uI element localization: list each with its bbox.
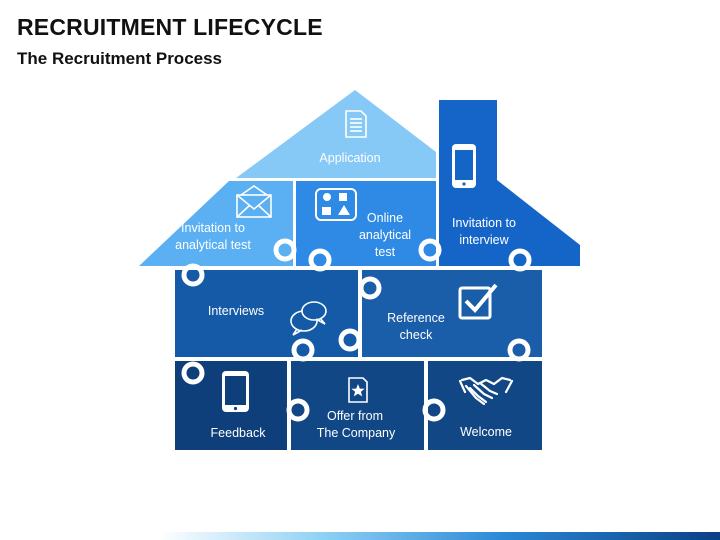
page-subtitle: The Recruitment Process [17,49,223,68]
offer-line1: Offer from [327,409,383,423]
piece-welcome: Welcome [428,361,542,450]
puzzle-connector [358,276,382,300]
puzzle-connector [181,263,205,287]
piece-offer-from-the-company: Offer from The Company [291,361,424,450]
smartphone-icon [222,371,249,412]
piece-invitation-analytical-test: Invitation to analytical test [139,181,293,266]
welcome-label: Welcome [460,425,512,439]
speech-bubbles-icon [290,301,327,336]
offer-letter-icon [348,377,368,403]
puzzle-connector [286,398,310,422]
application-label: Application [319,151,380,165]
piece-invitation-interview: Invitation to interview [439,100,580,266]
puzzle-connectors [181,238,532,422]
puzzle-connector [181,361,205,385]
invitation-interview-line1: Invitation to [452,216,516,230]
footer-gradient-bar [0,532,720,540]
piece-feedback: Feedback [175,361,287,450]
page-title: RECRUITMENT LIFECYCLE [17,14,323,40]
piece-application: Application [236,90,436,178]
puzzle-connector [418,238,442,262]
feedback-label: Feedback [211,426,267,440]
envelope-icon [236,185,272,218]
online-analytical-line1: Online [367,211,403,225]
reference-check-line1: Reference [387,311,445,325]
smartphone-icon [452,144,476,188]
puzzle-connector [508,248,532,272]
puzzle-connector [422,398,446,422]
checkbox-icon [458,283,498,320]
puzzle-connector [273,238,297,262]
invitation-analytical-line2: analytical test [175,238,251,252]
document-icon [345,110,367,138]
handshake-icon [458,376,514,406]
puzzle-connector [291,338,315,362]
online-analytical-line3: test [375,245,396,259]
online-analytical-line2: analytical [359,228,411,242]
piece-interviews: Interviews [175,270,358,357]
shapes-icon [315,188,357,221]
interviews-label: Interviews [208,304,264,318]
puzzle-connector [308,248,332,272]
reference-check-line2: check [400,328,433,342]
invitation-analytical-line1: Invitation to [181,221,245,235]
puzzle-connector [507,338,531,362]
invitation-interview-line2: interview [459,233,509,247]
offer-line2: The Company [317,426,396,440]
puzzle-connector [338,328,362,352]
